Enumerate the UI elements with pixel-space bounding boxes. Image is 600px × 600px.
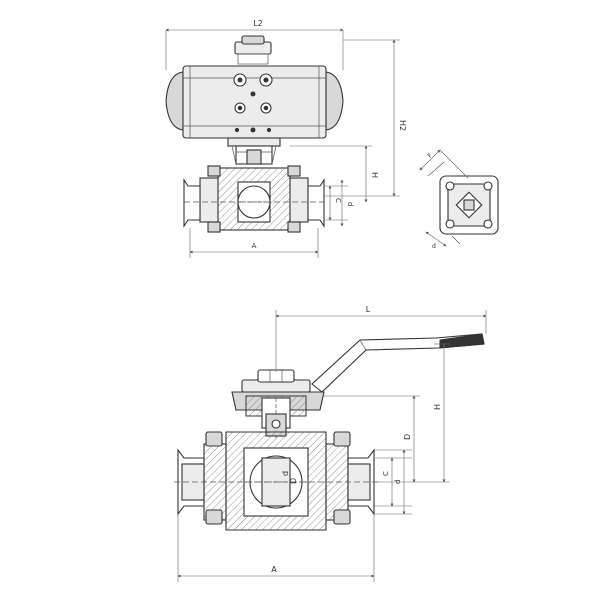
manual-valve-view: d D L H D C d A xyxy=(174,305,487,582)
dim-label-d: d xyxy=(346,202,354,206)
pneumatic-valve-view: L2 H2 H C d A xyxy=(165,19,407,258)
actuator-body xyxy=(165,65,344,139)
mount-dim-f: F xyxy=(426,152,434,160)
body-bolts xyxy=(205,431,351,525)
dim-label-c: C xyxy=(334,198,342,203)
valve-handle xyxy=(311,333,485,393)
dim-label-d-bottom: D xyxy=(403,434,412,440)
dim-label-l: L xyxy=(366,305,371,314)
bore-label-d: d xyxy=(281,471,290,476)
dim-label-h: H xyxy=(370,172,379,178)
valve-body-top xyxy=(183,165,325,233)
bottom-dimensions: L H D C d A xyxy=(177,305,487,582)
dim-label-h2: H2 xyxy=(398,120,407,131)
dim-label-d2-bottom: d xyxy=(394,480,402,484)
dim-label-c-bottom: C xyxy=(382,471,390,476)
mount-dim-d: d xyxy=(432,243,436,250)
mounting-flange-view: F d xyxy=(419,149,499,250)
dim-label-a: A xyxy=(252,242,257,250)
dim-label-h-bottom: H xyxy=(433,404,442,410)
bore-label-d2: D xyxy=(289,478,298,484)
dim-label-a-bottom: A xyxy=(271,565,277,574)
actuator-top-cap xyxy=(234,35,272,65)
valve-body-bottom: d D xyxy=(174,431,380,531)
dim-label-l2: L2 xyxy=(253,19,263,28)
stem-assembly xyxy=(231,369,325,440)
top-dimensions: L2 H2 H C d A xyxy=(165,19,407,258)
mounting-bracket xyxy=(227,137,281,165)
